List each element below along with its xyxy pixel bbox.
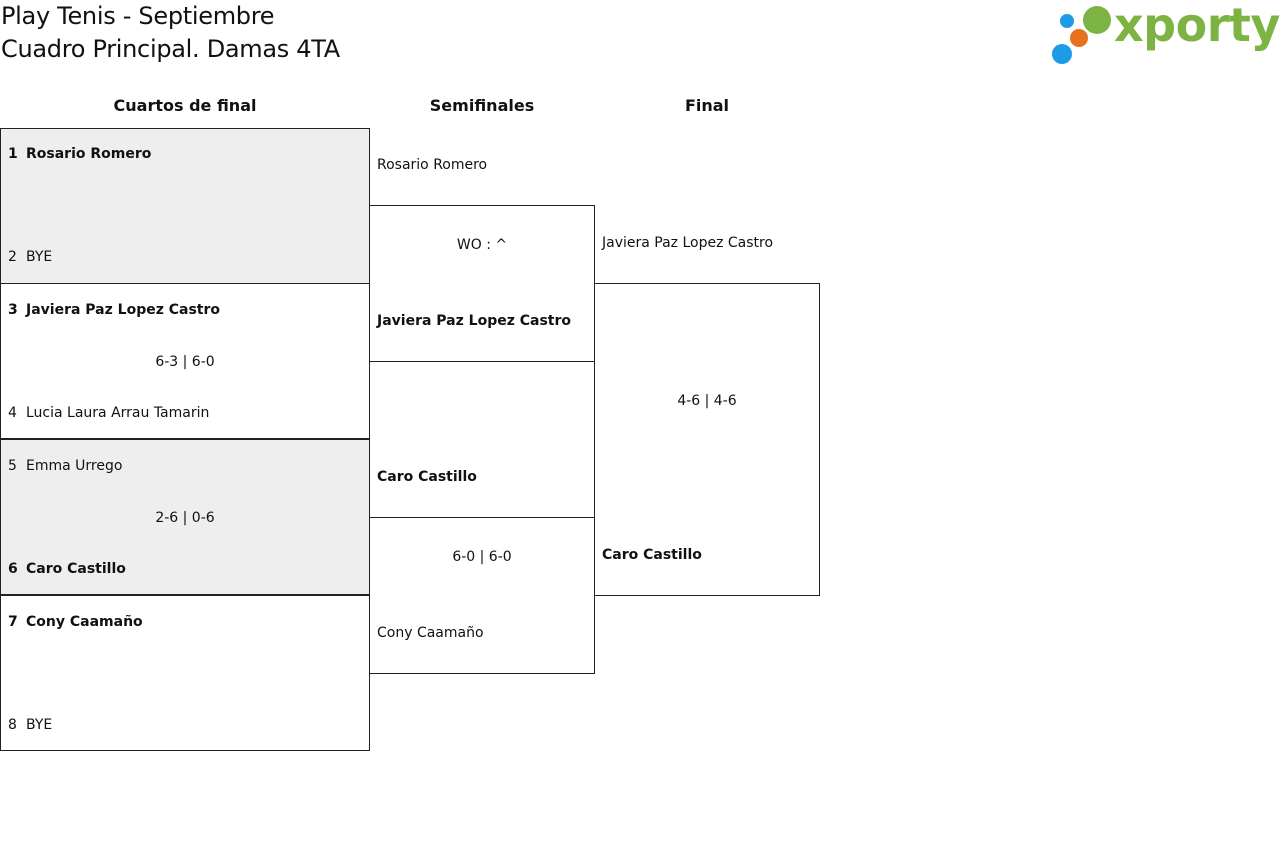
logo-dot-blue-large-icon <box>1052 44 1072 64</box>
sf-match-1: WO : ^ <box>369 205 595 362</box>
xporty-logo: xporty <box>1050 2 1280 68</box>
sf-match-2: 6-0 | 6-0 <box>369 517 595 674</box>
draw-subtitle: Cuadro Principal. Damas 4TA <box>1 35 340 63</box>
round-header-final: Final <box>684 96 730 115</box>
logo-dot-blue-small-icon <box>1060 14 1074 28</box>
sf-score: 6-0 | 6-0 <box>452 549 512 565</box>
qf-score: 2-6 | 0-6 <box>155 510 215 526</box>
logo-dot-orange-icon <box>1070 29 1088 47</box>
round-header-quarterfinals: Cuartos de final <box>113 96 257 115</box>
sf-player[interactable]: Cony Caamaño <box>377 625 484 641</box>
final-match: 4-6 | 4-6 <box>594 283 820 596</box>
final-score: 4-6 | 4-6 <box>677 393 737 409</box>
final-player[interactable]: Javiera Paz Lopez Castro <box>602 235 774 251</box>
final-player[interactable]: Caro Castillo <box>602 547 702 563</box>
logo-dot-green-icon <box>1083 6 1111 34</box>
round-header-semifinals: Semifinales <box>429 96 535 115</box>
sf-player[interactable]: Caro Castillo <box>377 469 477 485</box>
logo-wordmark: xporty <box>1114 0 1280 52</box>
qf-score: 6-3 | 6-0 <box>155 354 215 370</box>
tournament-title: Play Tenis - Septiembre <box>1 2 275 30</box>
sf-player[interactable]: Rosario Romero <box>377 157 488 173</box>
sf-score: WO : ^ <box>456 237 508 253</box>
sf-player[interactable]: Javiera Paz Lopez Castro <box>377 313 572 329</box>
